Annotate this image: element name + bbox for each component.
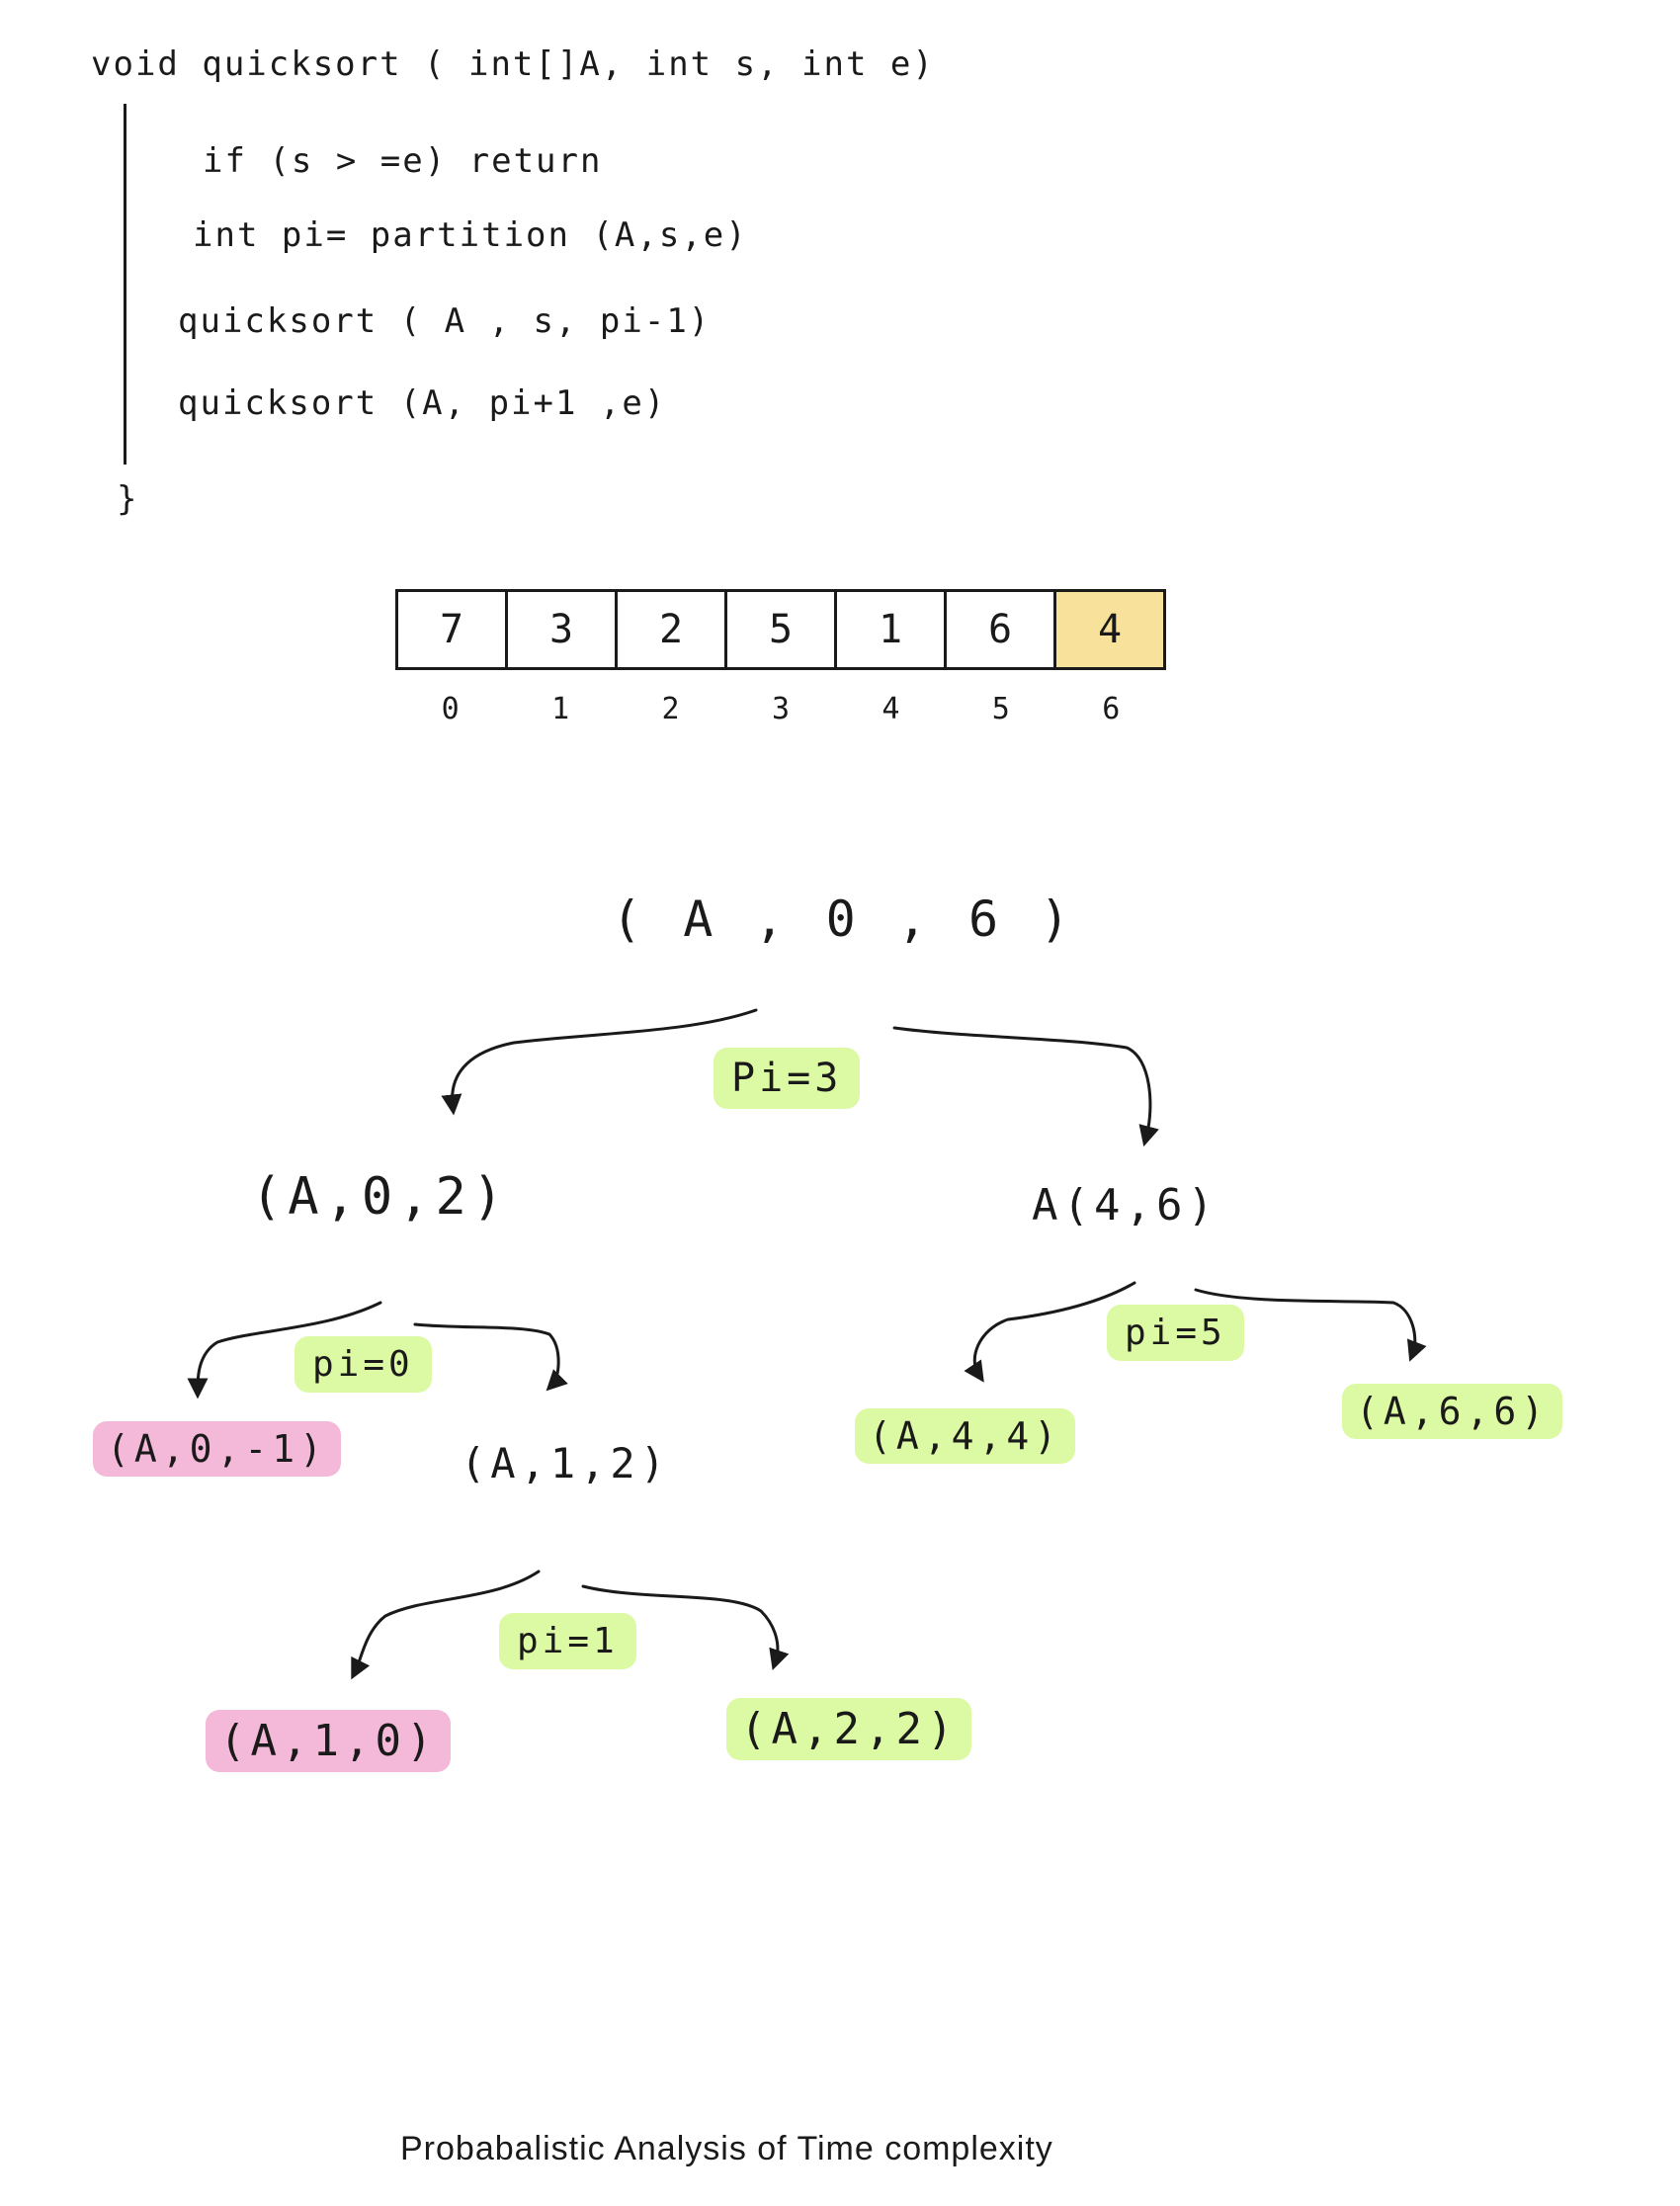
code-line-partition: int pi= partition (A,s,e)	[193, 215, 748, 255]
array-cell: 6	[947, 592, 1056, 667]
edge-root-right	[892, 1026, 1159, 1147]
code-line-return: if (s > =e) return	[203, 141, 603, 181]
edge-right-rl	[964, 1281, 1136, 1383]
array-cell: 7	[398, 592, 508, 667]
node-right-left-base-case: (A,4,4)	[855, 1408, 1076, 1464]
code-closing-brace: }	[117, 479, 139, 519]
array-index-label: 3	[771, 692, 790, 726]
node-root: ( A , 0 , 6 )	[612, 891, 1076, 948]
function-signature: void quicksort ( int[]A, int s, int e)	[91, 44, 935, 84]
pivot-label-left: pi=0	[294, 1336, 432, 1393]
array-cell: 5	[727, 592, 837, 667]
edge-right-rr	[1194, 1288, 1427, 1362]
pivot-label-root: Pi=3	[714, 1048, 861, 1109]
edge-lr-lrl	[351, 1570, 541, 1680]
array-cell: 3	[508, 592, 618, 667]
edge-lr-lrr	[581, 1584, 790, 1670]
node-left-left-base-case: (A,0,-1)	[93, 1421, 342, 1477]
pivot-label-right: pi=5	[1107, 1305, 1244, 1361]
edge-root-left	[441, 1008, 758, 1116]
code-line-recurse-left: quicksort ( A , s, pi-1)	[178, 301, 712, 341]
array-index-label: 2	[661, 692, 680, 726]
edge-left-ll	[187, 1301, 382, 1400]
node-lr-left-base-case: (A,1,0)	[206, 1710, 452, 1772]
array-index-label: 0	[441, 692, 460, 726]
array-index-label: 5	[991, 692, 1010, 726]
array-index-label: 6	[1102, 692, 1121, 726]
edge-left-lr	[413, 1322, 568, 1392]
array-cell: 1	[837, 592, 947, 667]
footer-heading: Probabalistic Analysis of Time complexit…	[400, 2130, 1053, 2167]
node-left-right: (A,1,2)	[461, 1439, 671, 1487]
array-indices: 0 1 2 3 4 5 6	[395, 692, 1166, 726]
node-right-right-base-case: (A,6,6)	[1342, 1384, 1563, 1439]
node-right: A(4,6)	[1032, 1180, 1218, 1230]
array-cell: 2	[618, 592, 727, 667]
array-cell: 4	[1056, 592, 1163, 667]
pivot-label-left-right: pi=1	[499, 1613, 636, 1669]
node-left: (A,0,2)	[251, 1167, 510, 1227]
node-lr-right-base-case: (A,2,2)	[726, 1698, 972, 1760]
array-index-label: 4	[882, 692, 900, 726]
array-index-label: 1	[551, 692, 570, 726]
code-bracket-line	[124, 104, 126, 465]
code-line-recurse-right: quicksort (A, pi+1 ,e)	[178, 383, 667, 423]
